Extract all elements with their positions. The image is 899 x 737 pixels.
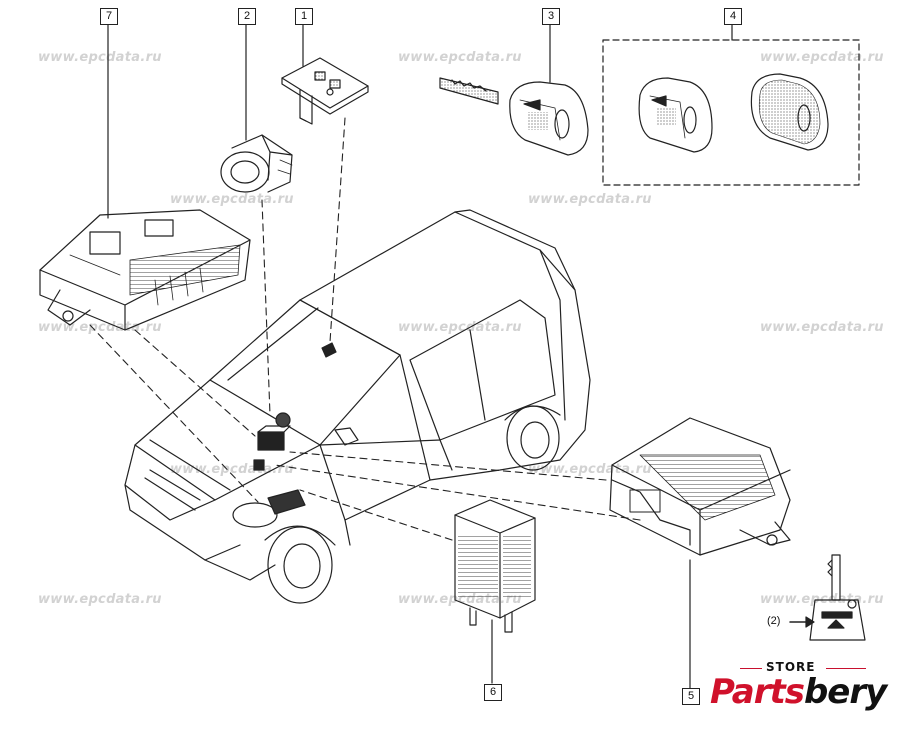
- van-illustration: [124, 209, 591, 604]
- logo-rule: [740, 668, 762, 669]
- watermark: www.epcdata.ru: [760, 320, 884, 335]
- reference-note: (2): [767, 615, 781, 627]
- watermark: www.epcdata.ru: [38, 592, 162, 607]
- van-mounted-modules: [253, 342, 337, 515]
- callout-5: 5: [682, 688, 700, 705]
- part-3-remote-key: [439, 77, 589, 156]
- callout-6: 6: [484, 684, 502, 701]
- watermark: www.epcdata.ru: [760, 50, 884, 65]
- reference-key: [789, 554, 866, 641]
- part-4-fob-shells: [602, 39, 860, 186]
- callout-1: 1: [295, 8, 313, 25]
- watermark: www.epcdata.ru: [38, 50, 162, 65]
- callout-2: 2: [238, 8, 256, 25]
- watermark: www.epcdata.ru: [398, 50, 522, 65]
- part-6-relay: [454, 499, 536, 633]
- callout-3: 3: [542, 8, 560, 25]
- logo-wordmark: Partsbery: [710, 672, 887, 712]
- part-2-transponder-ring: [220, 134, 293, 193]
- part-7-control-unit: [39, 209, 251, 331]
- logo-store-text: STORE: [766, 660, 816, 674]
- store-logo: STORE Partsbery: [706, 660, 887, 720]
- callout-4: 4: [724, 8, 742, 25]
- connection-lines: [89, 117, 641, 541]
- watermark: www.epcdata.ru: [528, 192, 652, 207]
- logo-rule: [826, 668, 866, 669]
- part-1-antenna-board: [281, 57, 369, 125]
- callout-7: 7: [100, 8, 118, 25]
- watermark: www.epcdata.ru: [528, 462, 652, 477]
- logo-word-red: Parts: [710, 672, 805, 712]
- logo-word-black: bery: [803, 672, 887, 712]
- callout-leaders: [107, 22, 733, 689]
- part-5-decoder-unit: [609, 417, 791, 556]
- watermark: www.epcdata.ru: [398, 320, 522, 335]
